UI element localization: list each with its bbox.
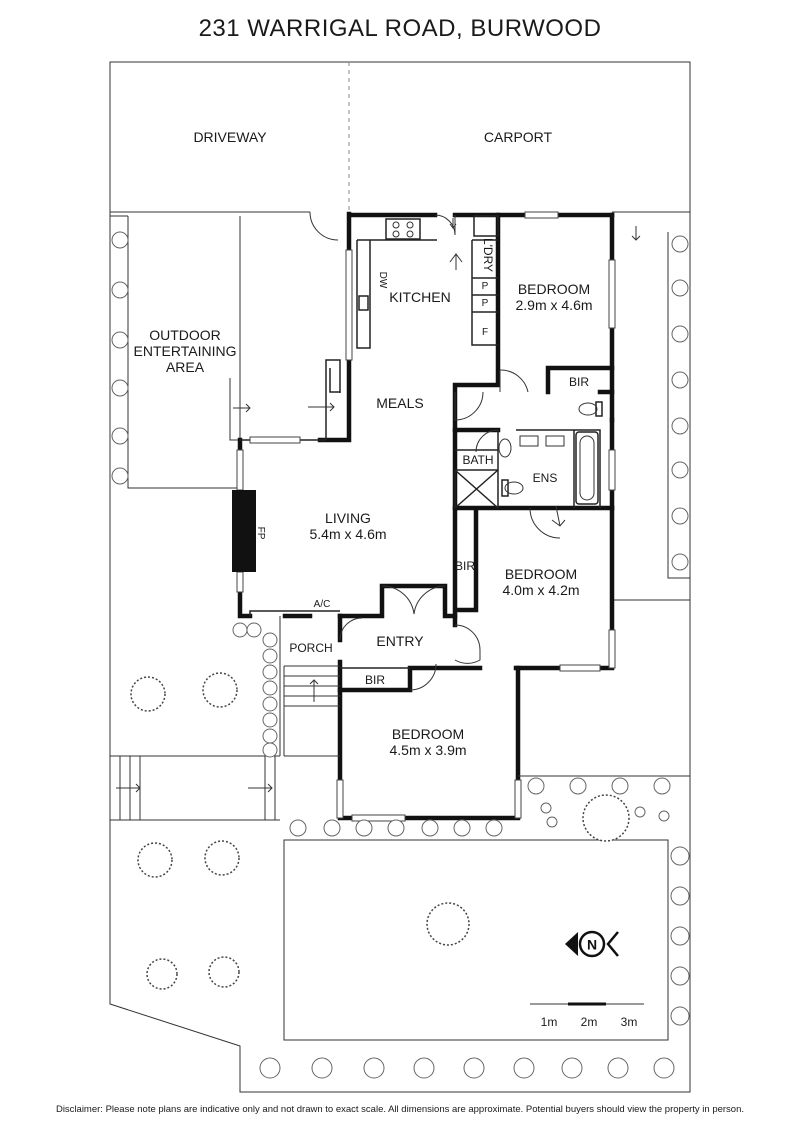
laundry-label: L'DRY xyxy=(481,238,495,272)
bedroom-sw-name: BEDROOM xyxy=(392,726,464,742)
bir-ne-label: BIR xyxy=(569,375,589,389)
fridge-label: F xyxy=(482,327,488,338)
scale-1m: 1m xyxy=(541,1015,558,1029)
side-arrow-icon xyxy=(631,226,641,241)
outdoor-area-outline xyxy=(110,211,310,489)
bir-sw-label: BIR xyxy=(365,673,385,687)
toilet-icon xyxy=(578,401,603,417)
side-passage xyxy=(612,211,690,579)
ens-door-arrow-icon xyxy=(551,505,566,527)
lawn-area xyxy=(283,839,669,1041)
outdoor-label-2: ENTERTAINING xyxy=(134,343,237,359)
outdoor-step xyxy=(229,378,240,441)
property-boundary xyxy=(109,61,691,1093)
bedroom-ne-size: 2.9m x 4.6m xyxy=(515,297,592,313)
meals-label: MEALS xyxy=(376,395,423,411)
vanity-icon xyxy=(519,435,565,447)
entry-label: ENTRY xyxy=(376,633,424,649)
outdoor-label-1: OUTDOOR xyxy=(149,327,221,343)
basin-icon xyxy=(498,438,512,458)
bir-mid-label: BIR xyxy=(455,559,475,573)
front-steps xyxy=(110,755,280,821)
outdoor-arrow-icon xyxy=(233,403,251,413)
bathtub-icon xyxy=(575,431,599,505)
room-labels: KITCHEN L'DRY P P F BEDROOM 2.9m x 4.6m … xyxy=(289,238,592,758)
bedroom-sw-size: 4.5m x 3.9m xyxy=(389,742,466,758)
bedroom-mid-size: 4.0m x 4.2m xyxy=(502,582,579,598)
pantry-label-1: P xyxy=(482,281,489,292)
shrubs xyxy=(111,231,690,1079)
scale-2m: 2m xyxy=(581,1015,598,1029)
windows xyxy=(236,211,616,822)
outdoor-label-3: AREA xyxy=(166,359,205,375)
bath-label: BATH xyxy=(462,453,493,467)
laundry-arrow-icon xyxy=(449,253,463,270)
pantry-label-2: P xyxy=(482,298,489,309)
cooktop-icon xyxy=(385,218,421,240)
kitchen-label: KITCHEN xyxy=(389,289,450,305)
north-compass-icon: N xyxy=(565,930,619,958)
ens-toilet-icon xyxy=(501,479,524,497)
fireplace xyxy=(232,490,256,572)
carport-label: CARPORT xyxy=(484,129,553,145)
bin-icon xyxy=(358,295,369,311)
trees xyxy=(130,672,630,990)
driveway-label: DRIVEWAY xyxy=(193,129,267,145)
ac-label: A/C xyxy=(314,599,331,610)
bedroom-mid-name: BEDROOM xyxy=(505,566,577,582)
door-swings xyxy=(339,214,561,691)
plan-title: 231 WARRIGAL ROAD, BURWOOD xyxy=(199,15,602,42)
ens-label: ENS xyxy=(533,471,558,485)
scale-bar: 1m 2m 3m xyxy=(530,1002,644,1029)
porch-stairs xyxy=(283,665,340,757)
dw-label: DW xyxy=(377,272,388,289)
porch-label: PORCH xyxy=(289,641,332,655)
top-arrow-icon xyxy=(449,218,457,229)
meals-arrow-icon xyxy=(308,402,335,412)
bedroom-ne-name: BEDROOM xyxy=(518,281,590,297)
compass-letter: N xyxy=(587,937,597,953)
outdoor-door-swing xyxy=(309,211,339,241)
house-walls xyxy=(237,211,615,821)
living-size: 5.4m x 4.6m xyxy=(309,526,386,542)
living-name: LIVING xyxy=(325,510,371,526)
fp-label: FP xyxy=(255,527,266,540)
disclaimer: Disclaimer: Please note plans are indica… xyxy=(56,1104,744,1115)
scale-3m: 3m xyxy=(621,1015,638,1029)
